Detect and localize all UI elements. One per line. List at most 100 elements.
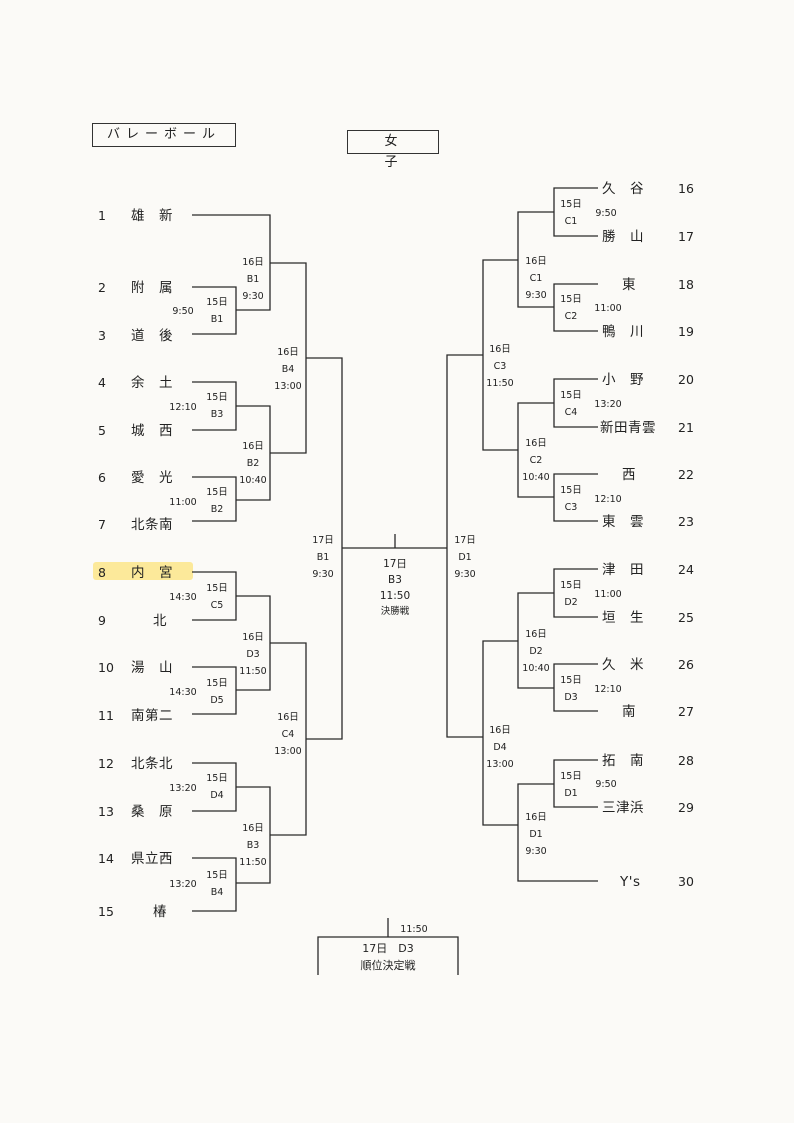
match-time: 13:00 xyxy=(486,759,513,770)
match-code: B3 xyxy=(211,409,224,420)
match-day: 16日 xyxy=(489,344,511,355)
team-number: 6 xyxy=(98,470,106,485)
team-number: 7 xyxy=(98,517,106,532)
team-name: 余 土 xyxy=(131,374,173,391)
match-code: C1 xyxy=(530,273,543,284)
match-day: 15日 xyxy=(206,487,228,498)
match-code: D1 xyxy=(529,829,542,840)
match-time: 10:40 xyxy=(239,475,266,486)
left-teams: 1 雄 新 2 附 属 3 道 後 4 余 土 5 城 西 6 愛 光 7 北条… xyxy=(98,208,173,920)
match-time: 12:10 xyxy=(169,402,196,413)
team-name: 垣 生 xyxy=(602,610,644,626)
match-time: 11:50 xyxy=(239,666,266,677)
match-code: B2 xyxy=(211,504,224,515)
match-time: 9:30 xyxy=(525,290,546,301)
team-name: 南第二 xyxy=(131,707,173,724)
third-place-labels: 11:50 17日 D3 順位決定戦 xyxy=(361,924,428,972)
team-name: 雄 新 xyxy=(131,208,173,224)
team-number: 21 xyxy=(678,420,694,435)
match-code: B3 xyxy=(247,840,260,851)
team-name: 北条北 xyxy=(131,755,173,772)
team-name: 南 xyxy=(622,704,636,720)
match-day: 15日 xyxy=(206,773,228,784)
match-code: D1 xyxy=(564,788,577,799)
team-name: 北条南 xyxy=(131,516,173,533)
match-code: B2 xyxy=(247,458,260,469)
team-number: 12 xyxy=(98,756,114,771)
team-number: 22 xyxy=(678,467,694,482)
line-c2-r1 xyxy=(553,283,598,332)
team-name: 内 宮 xyxy=(131,565,173,581)
match-day: 15日 xyxy=(560,771,582,782)
line-b4-r3 xyxy=(270,262,307,454)
match-code: D5 xyxy=(210,695,223,706)
team-name: 勝 山 xyxy=(602,229,644,245)
left-match-labels: 15日 B1 9:50 15日 B3 12:10 15日 B2 11:00 15… xyxy=(169,257,333,898)
match-day: 15日 xyxy=(560,675,582,686)
match-day: 16日 xyxy=(525,629,547,640)
match-day: 15日 xyxy=(560,580,582,591)
third-place-time: 11:50 xyxy=(400,924,427,935)
match-code: D3 xyxy=(564,692,577,703)
team-number: 15 xyxy=(98,904,114,919)
match-time: 9:30 xyxy=(312,569,333,580)
line-b1-r1 xyxy=(192,286,237,335)
match-time: 11:00 xyxy=(594,303,621,314)
match-day: 16日 xyxy=(242,632,264,643)
match-time: 13:20 xyxy=(594,399,621,410)
team-number: 5 xyxy=(98,423,106,438)
line-c1-r1 xyxy=(553,187,598,237)
final-time: 11:50 xyxy=(380,590,410,602)
match-code: B1 xyxy=(247,274,260,285)
team-number: 24 xyxy=(678,562,694,577)
match-code: B4 xyxy=(282,364,295,375)
match-code: C1 xyxy=(565,216,578,227)
match-time: 14:30 xyxy=(169,592,196,603)
match-day: 17日 xyxy=(454,535,476,546)
match-code: C5 xyxy=(211,600,224,611)
team-number: 8 xyxy=(98,565,106,580)
team-number: 1 xyxy=(98,208,106,223)
team-name: 小 野 xyxy=(602,372,644,388)
team-name: 桑 原 xyxy=(131,804,173,820)
match-day: 16日 xyxy=(525,256,547,267)
team-number: 4 xyxy=(98,375,106,390)
team-number: 2 xyxy=(98,280,106,295)
third-place-day-code: 17日 D3 xyxy=(362,942,413,955)
match-day: 16日 xyxy=(242,823,264,834)
line-c4-r1 xyxy=(553,378,598,428)
match-time: 13:20 xyxy=(169,879,196,890)
match-day: 15日 xyxy=(560,199,582,210)
line-d1-r2 xyxy=(517,783,598,882)
division-title: 女 子 xyxy=(347,130,439,170)
team-name: 久 谷 xyxy=(602,181,644,197)
match-time: 9:30 xyxy=(454,569,475,580)
team-name: 愛 光 xyxy=(131,470,173,486)
team-number: 23 xyxy=(678,514,694,529)
line-b2-r1 xyxy=(192,476,237,522)
line-b1-sf xyxy=(306,357,343,740)
match-day: 16日 xyxy=(525,812,547,823)
team-number: 18 xyxy=(678,277,694,292)
match-day: 15日 xyxy=(206,297,228,308)
match-day: 15日 xyxy=(206,678,228,689)
final-day: 17日 xyxy=(383,558,407,570)
team-number: 19 xyxy=(678,324,694,339)
match-time: 12:10 xyxy=(594,494,621,505)
match-code: D1 xyxy=(458,552,471,563)
line-d4-r1 xyxy=(192,762,237,812)
match-time: 9:50 xyxy=(595,208,616,219)
match-code: B4 xyxy=(211,887,224,898)
match-time: 14:30 xyxy=(169,687,196,698)
team-number: 3 xyxy=(98,328,106,343)
match-time: 9:30 xyxy=(525,846,546,857)
match-code: D2 xyxy=(564,597,577,608)
team-number: 20 xyxy=(678,372,694,387)
right-match-labels: 15日 C1 9:50 15日 C2 11:00 15日 C4 13:20 15… xyxy=(454,199,621,857)
match-day: 16日 xyxy=(489,725,511,736)
team-name: 椿 xyxy=(153,904,167,920)
team-name: 西 xyxy=(622,467,636,483)
match-day: 16日 xyxy=(242,441,264,452)
